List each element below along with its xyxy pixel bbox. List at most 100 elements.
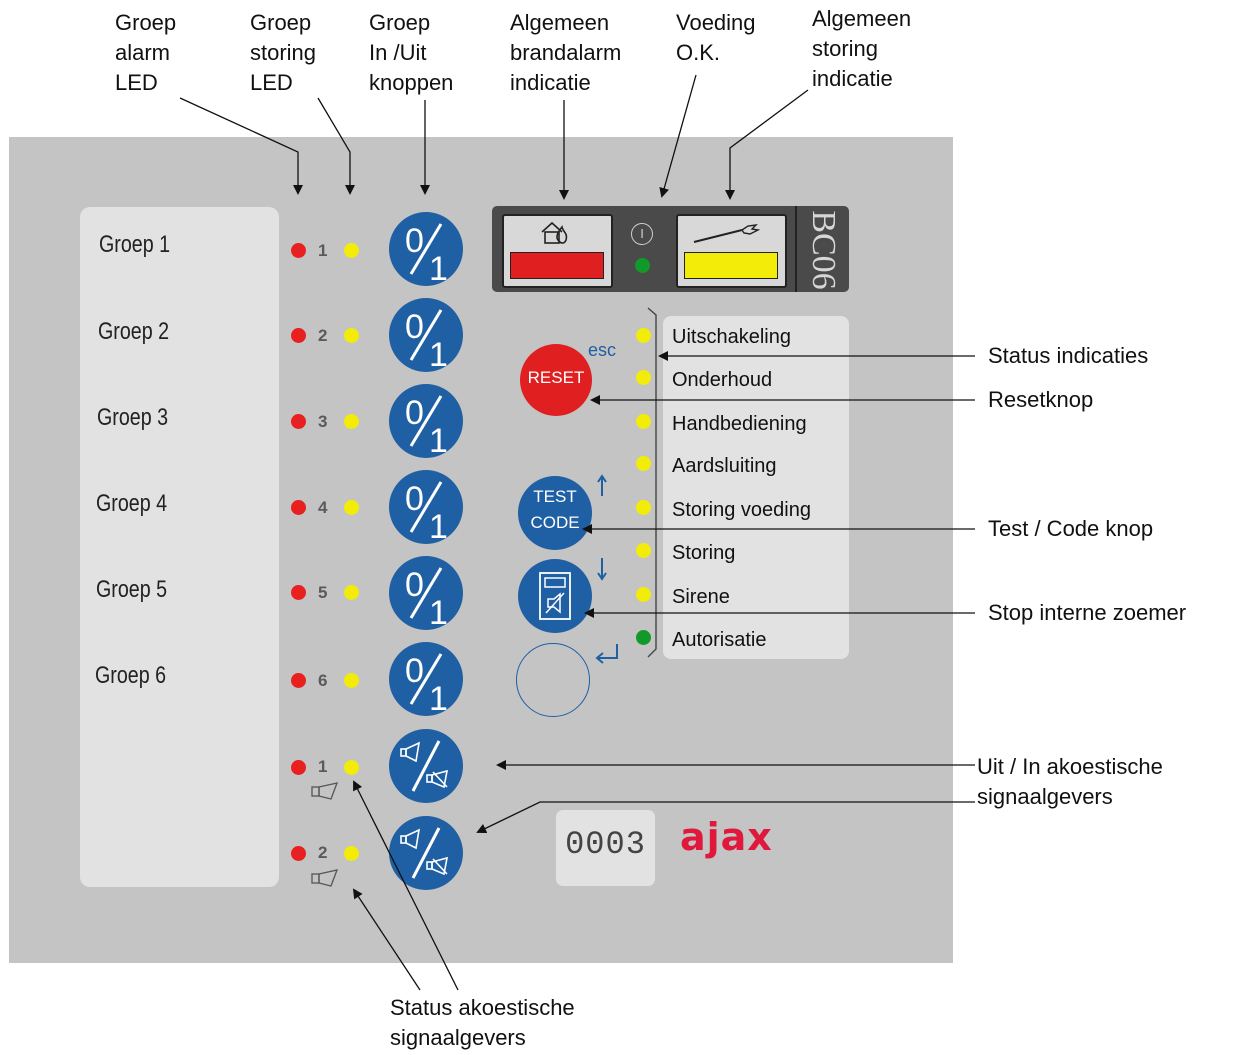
group-label-2: Groep 2 bbox=[98, 318, 170, 345]
group-6-fault-led bbox=[344, 673, 359, 688]
group-5-fault-led bbox=[344, 585, 359, 600]
group-1-alarm-led bbox=[291, 243, 306, 258]
svg-text:1: 1 bbox=[429, 594, 448, 630]
sounder-2-number: 2 bbox=[318, 843, 328, 862]
status-led-6 bbox=[636, 543, 651, 558]
arrow-down-icon bbox=[597, 558, 607, 581]
group-4-onoff-button[interactable]: 0 1 bbox=[389, 470, 463, 544]
svg-text:0: 0 bbox=[405, 480, 424, 518]
group-5-onoff-button[interactable]: 0 1 bbox=[389, 556, 463, 630]
group-label-6: Groep 6 bbox=[95, 662, 167, 689]
fire-house-icon bbox=[541, 221, 568, 244]
svg-text:1: 1 bbox=[429, 680, 448, 716]
buzzer-mute-icon bbox=[539, 572, 571, 620]
group-1-number: 1 bbox=[318, 241, 328, 260]
callout-sounders-status: Status akoestische signaalgevers bbox=[390, 995, 575, 1050]
callout-general-fire-alarm: Algemeen brandalarm indicatie bbox=[510, 10, 622, 95]
sounder-2-led bbox=[291, 846, 306, 861]
group-label-1: Groep 1 bbox=[99, 231, 171, 258]
status-indications-box bbox=[663, 316, 849, 659]
callout-general-fault: Algemeen storing indicatie bbox=[812, 6, 912, 91]
svg-text:0: 0 bbox=[405, 308, 424, 346]
group-2-alarm-led bbox=[291, 328, 306, 343]
status-led-1 bbox=[636, 328, 651, 343]
sounder-1-led bbox=[291, 760, 306, 775]
onoff-fraction-icon: 0 1 bbox=[405, 308, 448, 372]
status-led-7 bbox=[636, 587, 651, 602]
callout-group-onoff-buttons: Groep In /Uit knoppen bbox=[369, 10, 454, 95]
sounder-1-onoff-button[interactable] bbox=[389, 729, 463, 803]
onoff-fraction-icon: 0 1 bbox=[405, 394, 448, 458]
status-label-2: Onderhoud bbox=[672, 369, 773, 391]
group-3-number: 3 bbox=[318, 412, 328, 431]
fault-yellow-lamp bbox=[684, 252, 778, 279]
group-2-fault-led bbox=[344, 328, 359, 343]
sounder-1-horn-icon bbox=[311, 782, 339, 800]
group-label-5: Groep 5 bbox=[96, 576, 168, 603]
enter-button[interactable] bbox=[516, 643, 590, 717]
status-label-4: Aardsluiting bbox=[672, 455, 777, 477]
group-6-alarm-led bbox=[291, 673, 306, 688]
sounder-2-onoff-button[interactable] bbox=[389, 816, 463, 890]
callout-test-code-button: Test / Code knop bbox=[988, 516, 1154, 541]
onoff-fraction-icon: 0 1 bbox=[405, 222, 448, 286]
status-label-6: Storing bbox=[672, 542, 736, 564]
stop-buzzer-button[interactable] bbox=[518, 559, 592, 633]
module-divider bbox=[795, 206, 797, 292]
callout-reset-button: Resetknop bbox=[988, 387, 1094, 412]
svg-text:1: 1 bbox=[429, 422, 448, 458]
callout-power-ok: Voeding O.K. bbox=[676, 10, 756, 65]
callout-group-fault-led: Groep storing LED bbox=[250, 10, 317, 95]
test-code-button[interactable]: TEST CODE bbox=[518, 476, 592, 550]
model-badge: BC06 bbox=[798, 210, 848, 289]
esc-label: esc bbox=[588, 340, 617, 360]
onoff-fraction-icon: 0 1 bbox=[405, 652, 448, 716]
sounder-1-fault-led bbox=[344, 760, 359, 775]
status-led-3 bbox=[636, 414, 651, 429]
fire-alarm-red-lamp bbox=[510, 252, 604, 279]
callout-sounders-onoff: Uit / In akoestische signaalgevers bbox=[977, 754, 1163, 809]
status-bracket bbox=[647, 307, 657, 658]
group-labels-box bbox=[80, 207, 279, 887]
status-led-4 bbox=[636, 456, 651, 471]
power-ok-led bbox=[635, 258, 650, 273]
status-label-3: Handbediening bbox=[672, 413, 807, 435]
status-led-5 bbox=[636, 500, 651, 515]
group-3-fault-led bbox=[344, 414, 359, 429]
power-symbol: I bbox=[631, 223, 653, 245]
model-label: BC06 bbox=[805, 210, 842, 290]
callout-stop-buzzer: Stop interne zoemer bbox=[988, 600, 1187, 625]
enter-arrow-icon bbox=[595, 644, 618, 664]
status-led-2 bbox=[636, 370, 651, 385]
sounder-toggle-icon bbox=[400, 740, 449, 792]
group-1-fault-led bbox=[344, 243, 359, 258]
arrow-up-icon bbox=[597, 474, 607, 496]
reset-button[interactable]: RESET bbox=[520, 344, 592, 416]
group-6-onoff-button[interactable]: 0 1 bbox=[389, 642, 463, 716]
sounder-2-horn-icon bbox=[311, 869, 339, 887]
status-label-1: Uitschakeling bbox=[672, 326, 791, 348]
status-label-8: Autorisatie bbox=[672, 629, 767, 651]
code-label: CODE bbox=[530, 513, 580, 532]
group-4-number: 4 bbox=[318, 498, 328, 517]
sounder-2-fault-led bbox=[344, 846, 359, 861]
group-3-alarm-led bbox=[291, 414, 306, 429]
status-led-8 bbox=[636, 630, 651, 645]
svg-text:0: 0 bbox=[405, 222, 424, 260]
group-1-onoff-button[interactable]: 0 1 bbox=[389, 212, 463, 286]
group-label-4: Groep 4 bbox=[96, 490, 168, 517]
svg-text:0: 0 bbox=[405, 652, 424, 690]
group-5-alarm-led bbox=[291, 585, 306, 600]
fault-wrench-icon bbox=[693, 224, 761, 243]
onoff-fraction-icon: 0 1 bbox=[405, 566, 448, 630]
group-6-number: 6 bbox=[318, 671, 328, 690]
svg-text:1: 1 bbox=[429, 508, 448, 544]
group-3-onoff-button[interactable]: 0 1 bbox=[389, 384, 463, 458]
group-2-onoff-button[interactable]: 0 1 bbox=[389, 298, 463, 372]
group-4-fault-led bbox=[344, 500, 359, 515]
group-label-3: Groep 3 bbox=[97, 404, 169, 431]
status-label-7: Sirene bbox=[672, 586, 730, 608]
group-2-number: 2 bbox=[318, 326, 328, 345]
callout-status-indications: Status indicaties bbox=[988, 343, 1149, 368]
svg-text:1: 1 bbox=[429, 250, 448, 286]
